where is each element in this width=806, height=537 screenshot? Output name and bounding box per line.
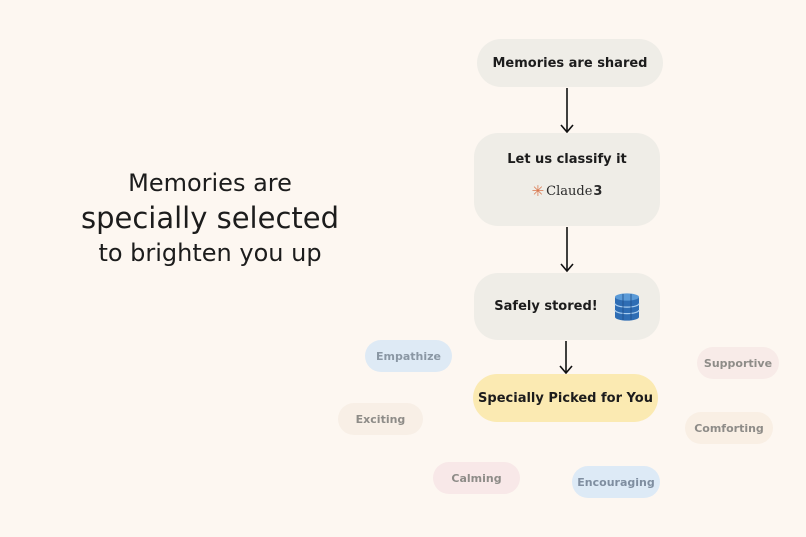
headline-line-3: to brighten you up — [98, 239, 322, 267]
headline: Memories are specially selected to brigh… — [60, 168, 360, 268]
claude-logo-name: Claude — [546, 184, 593, 199]
tag-comforting: Comforting — [685, 412, 773, 444]
step-specially-picked-label: Specially Picked for You — [478, 390, 653, 406]
tag-exciting: Exciting — [338, 403, 423, 435]
arrow-2 — [560, 227, 574, 273]
step-memories-shared: Memories are shared — [477, 39, 663, 87]
claude-logo: ✳ Claude 3 — [531, 182, 603, 200]
tag-calming: Calming — [433, 462, 520, 494]
database-icon — [614, 292, 640, 321]
step-classify-label: Let us classify it — [507, 152, 627, 167]
step-classify: Let us classify it ✳ Claude 3 — [474, 133, 660, 226]
step-specially-picked: Specially Picked for You — [473, 374, 658, 422]
step-safely-stored: Safely stored! — [474, 273, 660, 340]
tag-encouraging: Encouraging — [572, 466, 660, 498]
step-safely-stored-label: Safely stored! — [494, 299, 598, 314]
arrow-3 — [559, 341, 573, 375]
arrow-1 — [560, 88, 574, 134]
headline-line-1: Memories are — [128, 169, 292, 197]
tag-supportive: Supportive — [697, 347, 779, 379]
headline-line-2: specially selected — [80, 201, 340, 235]
step-memories-shared-label: Memories are shared — [492, 55, 648, 71]
claude-star-icon: ✳ — [531, 182, 545, 200]
tag-empathize: Empathize — [365, 340, 452, 372]
claude-logo-version: 3 — [593, 184, 603, 199]
